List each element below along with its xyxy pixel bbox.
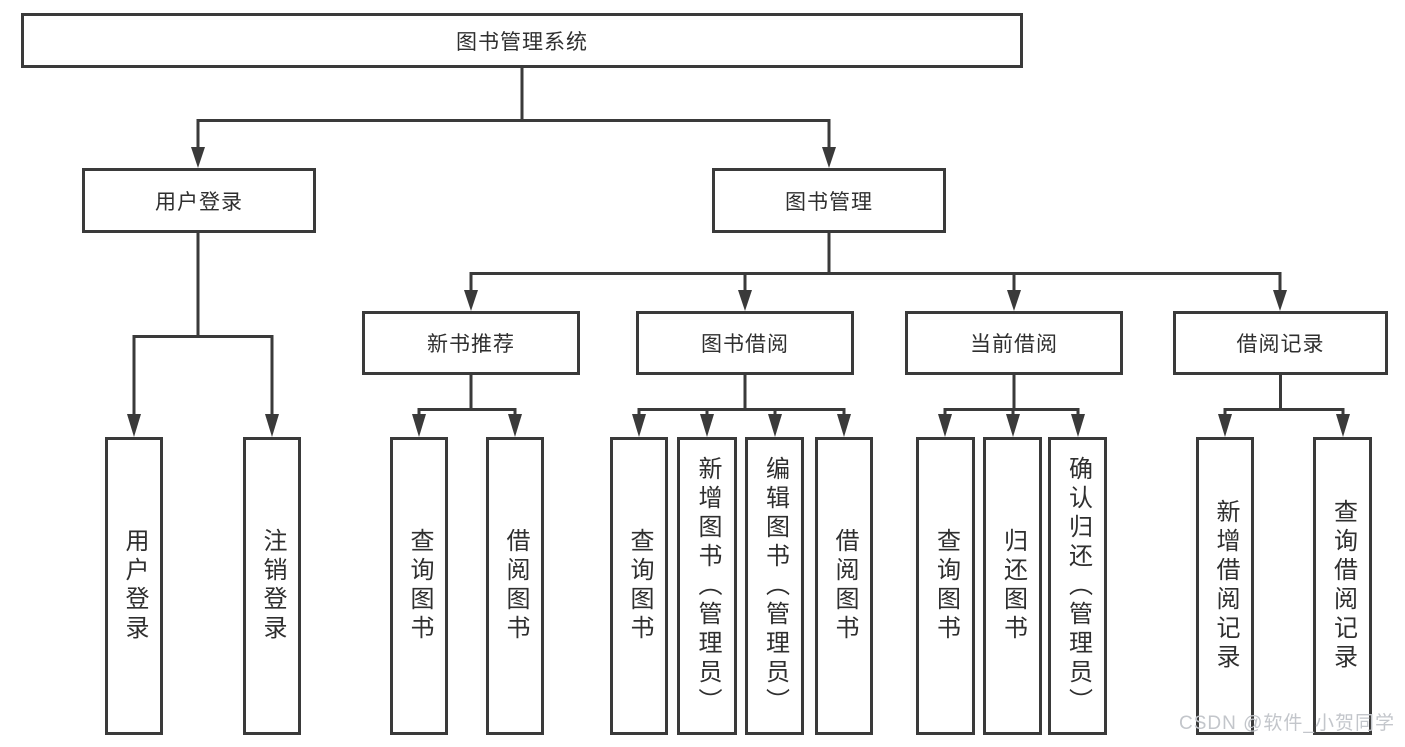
arrowhead-leaf-user-login: [127, 414, 141, 437]
leaf-confirm-return-admin: 确认归还（管理员）: [1048, 437, 1107, 735]
node-user-login: 用户登录: [82, 168, 316, 233]
connector-records-to-leaves: [1223, 375, 1345, 418]
connector-bookmgmt-to-level3: [469, 233, 1282, 293]
node-current-borrow: 当前借阅: [905, 311, 1123, 375]
leaf-query-books-recommend: 查询图书: [390, 437, 448, 735]
arrowhead-leaf-query-record: [1336, 414, 1350, 437]
connector-userlogin-to-leaves: [132, 233, 274, 418]
leaf-user-login: 用户登录: [105, 437, 163, 735]
leaf-edit-book-admin: 编辑图书（管理员）: [745, 437, 804, 735]
arrowhead-leaf-logout: [265, 414, 279, 437]
connector-bookborrow-to-leaves: [637, 375, 846, 418]
leaf-logout: 注销登录: [243, 437, 301, 735]
leaf-add-borrow-record: 新增借阅记录: [1196, 437, 1254, 735]
arrowhead-borrow-records: [1273, 290, 1287, 311]
arrowhead-leaf-borrow-books-b: [508, 414, 522, 437]
arrowhead-book-management: [822, 147, 836, 168]
node-new-book-recommend: 新书推荐: [362, 311, 580, 375]
node-root-library-system: 图书管理系统: [21, 13, 1023, 68]
leaf-query-books-borrow: 查询图书: [610, 437, 668, 735]
node-book-management: 图书管理: [712, 168, 946, 233]
arrowhead-leaf-return-book: [1006, 414, 1020, 437]
csdn-watermark: CSDN @软件_小贺同学: [1179, 713, 1395, 734]
node-book-borrow: 图书借阅: [636, 311, 854, 375]
arrowhead-book-borrow: [738, 290, 752, 311]
leaf-query-borrow-record: 查询借阅记录: [1313, 437, 1372, 735]
node-borrow-records: 借阅记录: [1173, 311, 1388, 375]
arrowhead-leaf-add-book: [700, 414, 714, 437]
arrowhead-leaf-edit-book: [768, 414, 782, 437]
arrowhead-leaf-query-books-d: [938, 414, 952, 437]
arrowhead-leaf-borrow-books-c: [837, 414, 851, 437]
arrowhead-user-login: [191, 147, 205, 168]
arrowhead-leaf-query-books-c: [632, 414, 646, 437]
leaf-borrow-books: 借阅图书: [815, 437, 873, 735]
arrowhead-new-book-recommend: [464, 290, 478, 311]
connector-root-to-level2: [196, 68, 831, 150]
connector-currentborrow-to-leaves: [943, 375, 1080, 418]
arrowhead-leaf-query-books-b: [412, 414, 426, 437]
arrowhead-current-borrow: [1007, 290, 1021, 311]
leaf-add-book-admin: 新增图书（管理员）: [677, 437, 737, 735]
arrowhead-leaf-confirm-return: [1071, 414, 1085, 437]
arrowhead-leaf-add-record: [1218, 414, 1232, 437]
leaf-return-book: 归还图书: [983, 437, 1042, 735]
leaf-borrow-books-recommend: 借阅图书: [486, 437, 544, 735]
leaf-query-books-current: 查询图书: [916, 437, 975, 735]
connector-newbook-to-leaves: [417, 375, 517, 418]
